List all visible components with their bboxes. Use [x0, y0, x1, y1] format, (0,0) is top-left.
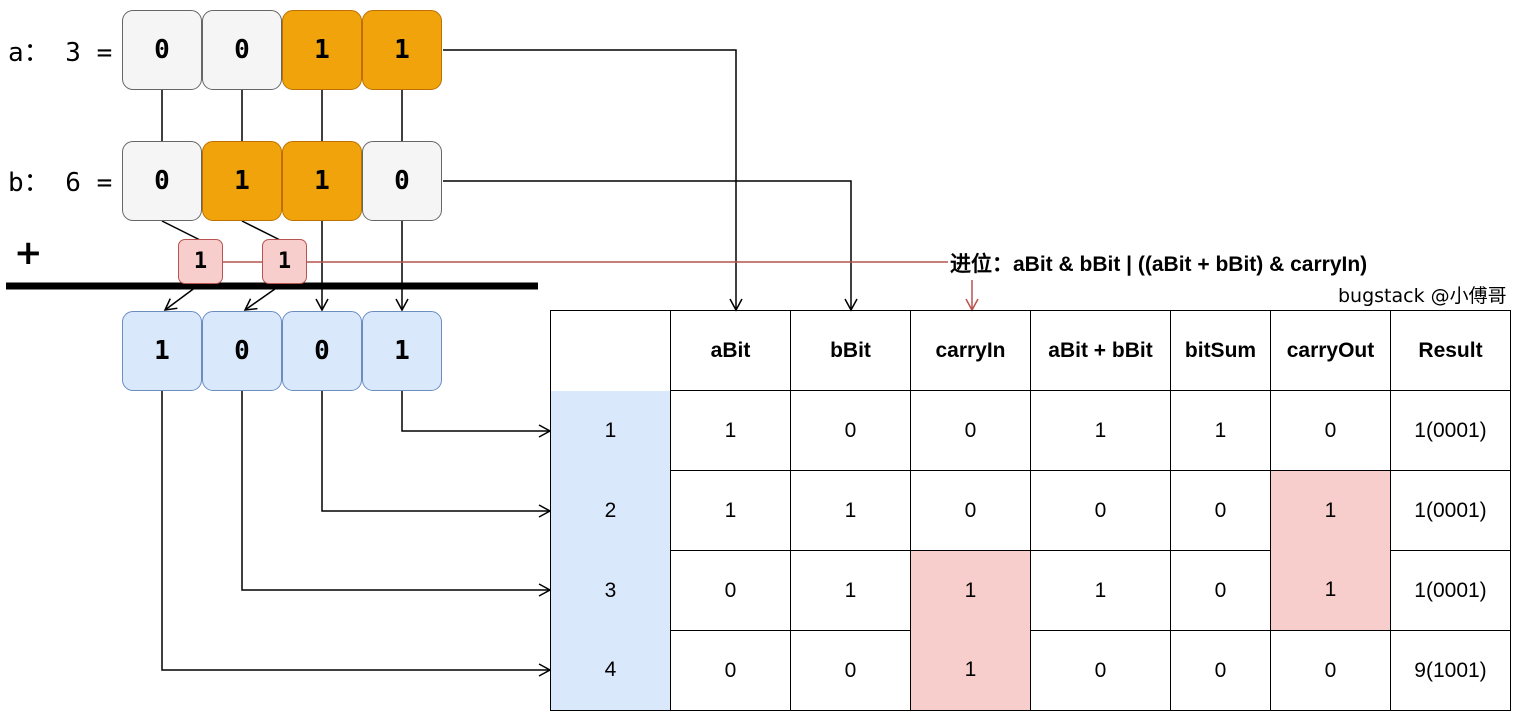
cell-result: 1(0001)	[1390, 390, 1511, 471]
result-bit-3: 1	[362, 311, 442, 391]
b-bit-3: 0	[362, 141, 442, 221]
wire-result3-row1	[401, 391, 552, 438]
wire-b0-carry0	[161, 220, 201, 241]
a-bit-0: 0	[122, 10, 202, 90]
cell-carryin: 1	[910, 630, 1031, 711]
cell-abit: 0	[670, 630, 791, 711]
cell-bitsum: 0	[1170, 550, 1271, 631]
cell-carryin: 0	[910, 470, 1031, 551]
wire-result0-row4	[161, 391, 552, 677]
header-cell-blank	[550, 310, 671, 391]
wire-b-to-bbit	[443, 180, 858, 312]
label-a: a： 3 =	[8, 38, 113, 68]
cell-carryin: 1	[910, 550, 1031, 631]
carry-formula: 进位：aBit & bBit | ((aBit + bBit) & carryI…	[950, 253, 1368, 276]
cell-result: 1(0001)	[1390, 550, 1511, 631]
cell-bbit: 0	[790, 630, 911, 711]
header-abit: aBit	[670, 310, 791, 391]
cell-abit: 1	[670, 470, 791, 551]
cell-bbit: 1	[790, 470, 911, 551]
b-bit-0: 0	[122, 141, 202, 221]
label-b: b： 6 =	[8, 168, 113, 198]
cell-carryout: 1	[1270, 550, 1391, 631]
cell-result: 1(0001)	[1390, 470, 1511, 551]
table-header-row: aBit bBit carryIn aBit + bBit bitSum car…	[550, 310, 1511, 391]
header-carryout: carryOut	[1270, 310, 1391, 391]
result-bit-0: 1	[122, 311, 202, 391]
cell-abit: 0	[670, 550, 791, 631]
result-bit-2: 0	[282, 311, 362, 391]
row-index: 1	[550, 390, 671, 471]
cell-abit-plus-bbit: 1	[1030, 550, 1171, 631]
cell-bbit: 0	[790, 390, 911, 471]
cell-abit-plus-bbit: 0	[1030, 470, 1171, 551]
cell-carryout: 0	[1270, 390, 1391, 471]
cell-abit: 1	[670, 390, 791, 471]
table-row: 3 0 1 1 1 0 1 1(0001)	[550, 550, 1511, 631]
result-bit-1: 0	[202, 311, 282, 391]
header-bbit: bBit	[790, 310, 911, 391]
cell-result: 9(1001)	[1390, 630, 1511, 711]
row-index: 4	[550, 630, 671, 711]
cell-carryout: 1	[1270, 470, 1391, 551]
b-bit-2: 1	[282, 141, 362, 221]
header-result: Result	[1390, 310, 1511, 391]
wire-result1-row3	[241, 391, 552, 597]
cell-bbit: 1	[790, 550, 911, 631]
wire-b1-carry1	[241, 220, 281, 241]
wire-result2-row2	[321, 391, 552, 518]
table-row: 1 1 0 0 1 1 0 1(0001)	[550, 390, 1511, 471]
a-bit-3: 1	[362, 10, 442, 90]
a-bit-2: 1	[282, 10, 362, 90]
cell-abit-plus-bbit: 1	[1030, 390, 1171, 471]
author-credit: bugstack @小傅哥	[1338, 285, 1507, 307]
row-index: 2	[550, 470, 671, 551]
table-row: 2 1 1 0 0 0 1 1(0001)	[550, 470, 1511, 551]
cell-bitsum: 1	[1170, 390, 1271, 471]
table-row: 4 0 0 1 0 0 0 9(1001)	[550, 630, 1511, 711]
a-bit-1: 0	[202, 10, 282, 90]
cell-carryin: 0	[910, 390, 1031, 471]
b-bit-1: 1	[202, 141, 282, 221]
wire-a-to-abit	[443, 49, 743, 312]
cell-bitsum: 0	[1170, 470, 1271, 551]
header-abit-plus-bbit: aBit + bBit	[1030, 310, 1171, 391]
carry-bit-1: 1	[262, 239, 307, 284]
bit-addition-table: aBit bBit carryIn aBit + bBit bitSum car…	[550, 310, 1511, 711]
header-bitsum: bitSum	[1170, 310, 1271, 391]
cell-abit-plus-bbit: 0	[1030, 630, 1171, 711]
cell-bitsum: 0	[1170, 630, 1271, 711]
plus-sign: +	[14, 233, 43, 273]
cell-carryout: 0	[1270, 630, 1391, 711]
row-index: 3	[550, 550, 671, 631]
carry-bit-0: 1	[178, 239, 223, 284]
header-carryin: carryIn	[910, 310, 1031, 391]
